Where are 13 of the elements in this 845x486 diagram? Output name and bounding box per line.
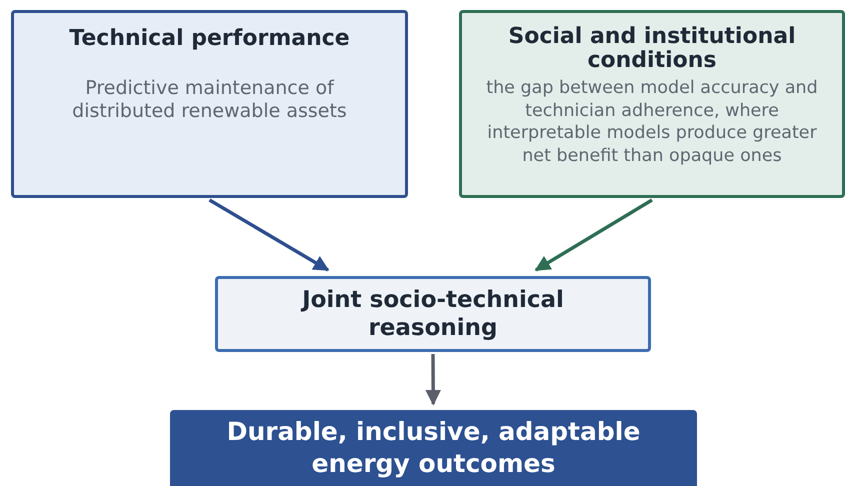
box-heading: Durable, inclusive, adaptable energy outcomes (226, 416, 642, 480)
arrow (534, 198, 653, 272)
box-heading: Joint socio-technical reasoning (300, 286, 565, 342)
process-box (215, 276, 651, 352)
process-box (170, 410, 697, 486)
box-description: Predictive maintenance of distributed renewable assets (71, 77, 348, 123)
process-box (11, 10, 408, 198)
arrow (208, 198, 330, 272)
box-heading: Technical performance (69, 25, 350, 53)
arrow (425, 354, 442, 406)
process-box (459, 10, 845, 198)
box-heading: Social and institutional conditions (507, 25, 797, 73)
box-description: the gap between model accuracy and technician adherence, where interpretable models produce greater net benefit than opaque ones (485, 77, 819, 167)
